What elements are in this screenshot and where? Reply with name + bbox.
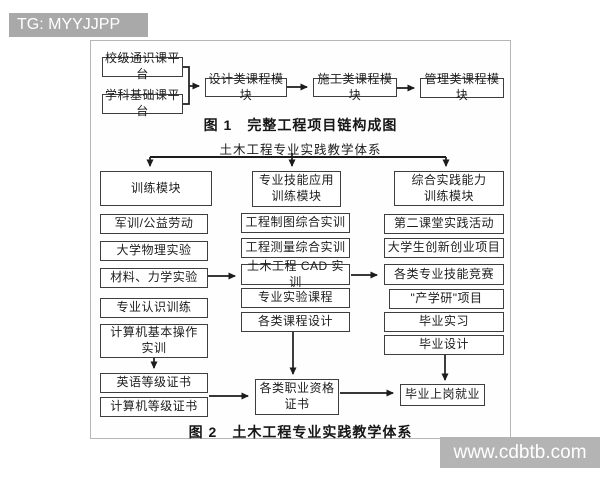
node-military-training: 军训/公益劳动 xyxy=(100,214,208,234)
watermark-site-banner: www.cdbtb.com xyxy=(440,437,600,468)
node-innovation-entrepreneurship-project: 大学生创新创业项目 xyxy=(384,238,504,258)
node-graduation-internship: 毕业实习 xyxy=(384,312,504,332)
node-professional-cognition-training: 专业认识训练 xyxy=(100,298,208,318)
figure2-caption: 图 2 土木工程专业实践教学体系 xyxy=(188,424,413,440)
node-materials-mechanics-experiment: 材料、力学实验 xyxy=(100,268,208,288)
node-employment: 毕业上岗就业 xyxy=(400,384,485,406)
node-computer-certificate: 计算机等级证书 xyxy=(100,397,208,417)
figure2-title: 土木工程专业实践教学体系 xyxy=(219,143,382,157)
node-management-course-module: 管理类课程模块 xyxy=(420,72,504,102)
node-professional-experiment-course: 专业实验课程 xyxy=(241,288,350,308)
node-english-certificate: 英语等级证书 xyxy=(100,373,208,393)
node-drawing-training: 工程制图综合实训 xyxy=(241,213,350,233)
node-surveying-training: 工程测量综合实训 xyxy=(241,238,350,258)
node-computer-basic-operation-training: 计算机基本操作 实训 xyxy=(100,324,208,358)
node-training-module: 训练模块 xyxy=(100,171,212,206)
node-cad-training: 土木工程 CAD 实训 xyxy=(241,259,350,289)
node-comprehensive-practice-module: 综合实践能力 训练模块 xyxy=(394,171,504,206)
node-second-classroom-activities: 第二课堂实践活动 xyxy=(384,214,504,234)
node-vocational-certificates: 各类职业资格 证书 xyxy=(255,379,339,415)
node-discipline-basic-platform: 学科基础课平台 xyxy=(102,88,183,118)
node-construction-course-module: 施工类课程模块 xyxy=(313,72,397,102)
node-industry-academia-research-project: "产学研"项目 xyxy=(389,289,504,309)
node-skill-competition: 各类专业技能竞赛 xyxy=(384,264,504,285)
node-skill-application-module: 专业技能应用 训练模块 xyxy=(252,171,341,207)
figure1-caption: 图 1 完整工程项目链构成图 xyxy=(203,117,398,133)
node-physics-experiment: 大学物理实验 xyxy=(100,241,208,261)
watermark-tg-banner: TG: MYYJJPP xyxy=(9,13,148,37)
node-design-course-module: 设计类课程模块 xyxy=(205,72,287,102)
node-graduation-design: 毕业设计 xyxy=(384,335,504,355)
node-course-design: 各类课程设计 xyxy=(241,312,350,332)
node-school-general-platform: 校级通识课平台 xyxy=(102,51,183,81)
